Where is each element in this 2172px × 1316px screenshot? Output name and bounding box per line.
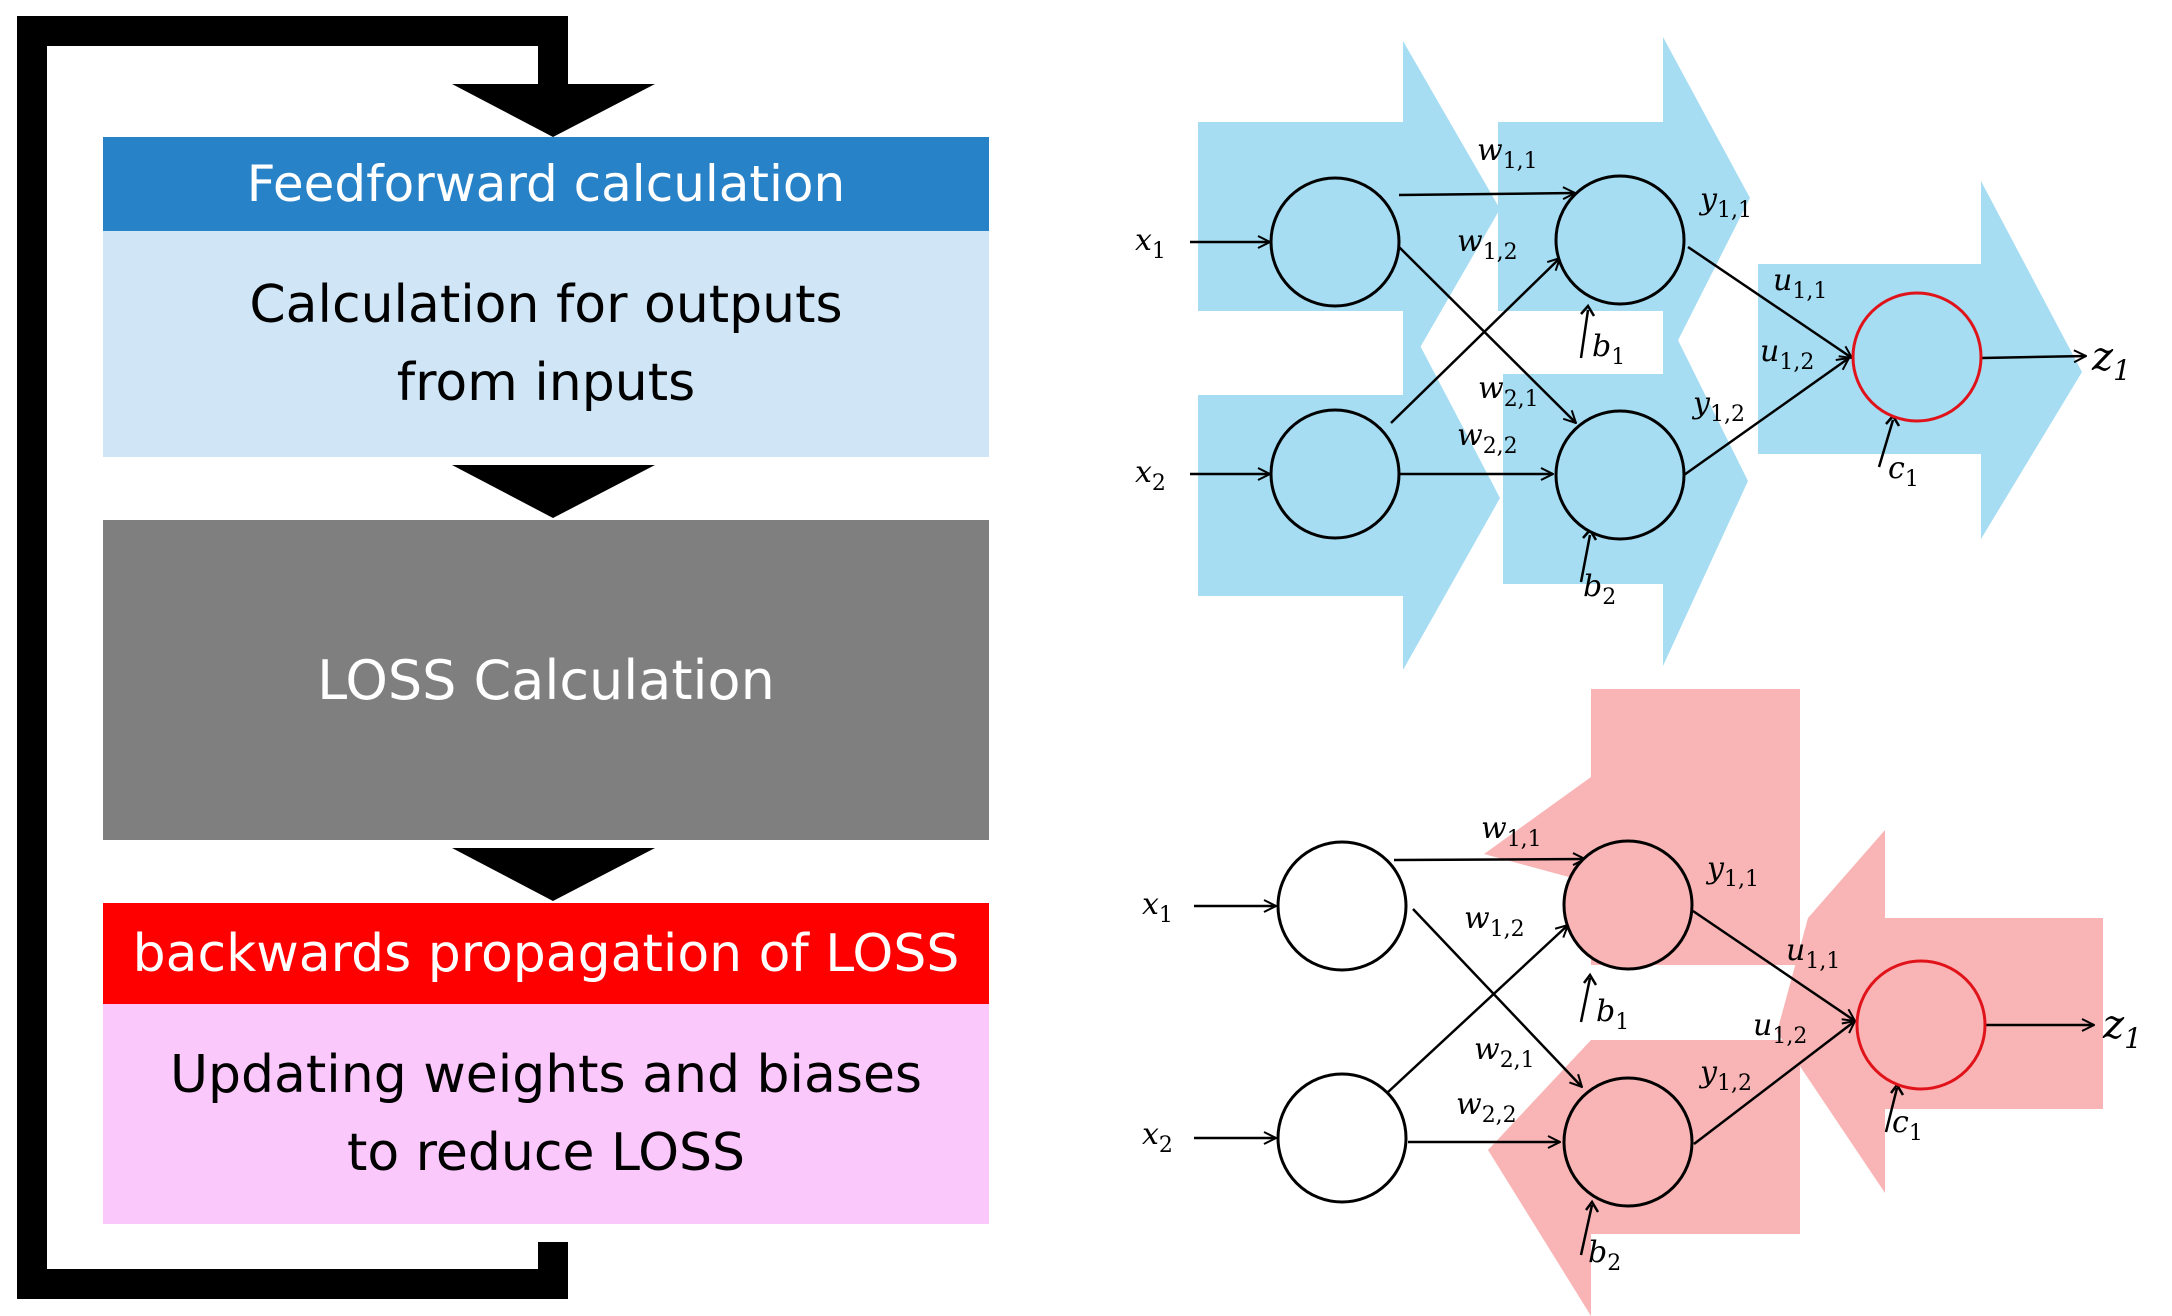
loss-calculation-box: LOSS Calculation bbox=[103, 520, 989, 840]
bwd-edge-w11 bbox=[1393, 859, 1585, 860]
backprop-description-line2: to reduce LOSS bbox=[346, 1123, 746, 1183]
bwd-label-y11: y1,1 bbox=[1705, 851, 1759, 892]
bwd-label-z1: z1 bbox=[2102, 1002, 2142, 1055]
backward-nodes bbox=[1276, 839, 1987, 1208]
fwd-input-node-1 bbox=[1269, 176, 1401, 308]
bwd-edge-w12 bbox=[1386, 925, 1568, 1094]
fwd-edge-u11 bbox=[1687, 245, 1852, 358]
fwd-label-y11: y1,1 bbox=[1698, 182, 1752, 223]
fwd-label-u12: u1,2 bbox=[1760, 334, 1814, 375]
fwd-edge-z1 bbox=[1981, 356, 2086, 358]
bwd-output-node bbox=[1855, 959, 1987, 1091]
fwd-bias-c1-line bbox=[1877, 419, 1895, 468]
bwd-label-w22: w2,2 bbox=[1456, 1087, 1517, 1128]
bwd-label-b1: b1 bbox=[1596, 994, 1629, 1035]
fwd-label-w22: w2,2 bbox=[1457, 418, 1518, 459]
fwd-label-z1: z1 bbox=[2091, 334, 2131, 387]
loss-calculation-label: LOSS Calculation bbox=[317, 648, 775, 712]
fwd-label-x1: x1 bbox=[1135, 223, 1166, 264]
forward-connections bbox=[1190, 193, 2086, 583]
bwd-label-c1: c1 bbox=[1892, 1105, 1923, 1146]
bwd-bias-b1-line bbox=[1579, 977, 1592, 1023]
fwd-edge-w12 bbox=[1390, 258, 1560, 424]
fwd-bias-b1-line bbox=[1579, 309, 1590, 359]
loop-arrowhead bbox=[452, 84, 655, 137]
fwd-label-w21: w2,1 bbox=[1478, 371, 1539, 412]
forward-labels: x1 x2 w1,1 w1,2 w2,1 w2,2 y1,1 y1,2 u1,1… bbox=[1135, 133, 2131, 610]
fwd-hidden-node-2 bbox=[1554, 409, 1686, 541]
bwd-bias-b2-arrowhead bbox=[1585, 1199, 1600, 1213]
fwd-input-node-2 bbox=[1269, 408, 1401, 540]
feedforward-description-line1: Calculation for outputs bbox=[249, 275, 843, 335]
fwd-label-b2: b2 bbox=[1583, 569, 1616, 610]
bwd-bias-c1-line bbox=[1884, 1087, 1899, 1133]
bwd-input-node-1 bbox=[1276, 840, 1408, 972]
fwd-hidden-node-1 bbox=[1554, 174, 1686, 306]
fwd-output-node bbox=[1851, 291, 1983, 423]
fwd-edge-w21 bbox=[1395, 243, 1576, 423]
fwd-bias-b2-line bbox=[1579, 534, 1592, 583]
bwd-label-u11: u1,1 bbox=[1786, 933, 1840, 974]
bwd-label-y12: y1,2 bbox=[1698, 1055, 1752, 1096]
feedforward-body: Calculation for outputs from inputs bbox=[103, 231, 989, 457]
fwd-label-y12: y1,2 bbox=[1691, 386, 1745, 427]
backward-labels: x1 x2 w1,1 w1,2 w2,1 w2,2 y1,1 y1,2 u1,1… bbox=[1142, 811, 2142, 1276]
bwd-hidden-node-1 bbox=[1562, 839, 1694, 971]
backward-network: x1 x2 w1,1 w1,2 w2,1 w2,2 y1,1 y1,2 u1,1… bbox=[1142, 811, 2142, 1276]
backprop-body: Updating weights and biases to reduce LO… bbox=[103, 1004, 989, 1224]
loop-back-arrow bbox=[17, 16, 655, 1299]
bwd-label-x2: x2 bbox=[1142, 1117, 1173, 1158]
fwd-label-w12: w1,2 bbox=[1457, 224, 1518, 265]
bwd-label-w21: w2,1 bbox=[1474, 1032, 1535, 1073]
bwd-edge-u11 bbox=[1692, 909, 1855, 1021]
fwd-edge-u12 bbox=[1683, 358, 1849, 477]
backprop-header: backwards propagation of LOSS bbox=[103, 903, 989, 1004]
fwd-label-w11: w1,1 bbox=[1477, 133, 1538, 174]
backprop-description: Updating weights and biases to reduce LO… bbox=[170, 1036, 922, 1192]
feedforward-description-line2: from inputs bbox=[396, 353, 696, 413]
feedforward-description: Calculation for outputs from inputs bbox=[249, 266, 842, 422]
feedforward-header: Feedforward calculation bbox=[103, 137, 989, 231]
bwd-input-node-2 bbox=[1276, 1072, 1408, 1204]
bwd-bias-b1-arrowhead bbox=[1583, 972, 1598, 986]
backward-arrow-2 bbox=[1484, 689, 1800, 965]
bwd-edge-u12 bbox=[1693, 1021, 1855, 1145]
feedforward-header-label: Feedforward calculation bbox=[246, 155, 846, 213]
backprop-header-label: backwards propagation of LOSS bbox=[132, 923, 960, 984]
bwd-label-w11: w1,1 bbox=[1481, 811, 1542, 852]
flow-arrow-to-backprop bbox=[452, 848, 655, 901]
fwd-edge-w11 bbox=[1398, 193, 1575, 195]
fwd-label-u11: u1,1 bbox=[1773, 263, 1827, 304]
bwd-edge-w21 bbox=[1412, 908, 1582, 1087]
bwd-hidden-node-2 bbox=[1562, 1076, 1694, 1208]
bwd-label-w12: w1,2 bbox=[1464, 901, 1525, 942]
fwd-bias-b1-arrowhead bbox=[1580, 303, 1596, 317]
backward-connections bbox=[1194, 859, 2094, 1256]
forward-nodes bbox=[1269, 174, 1983, 541]
forward-network: x1 x2 w1,1 w1,2 w2,1 w2,2 y1,1 y1,2 u1,1… bbox=[1135, 133, 2131, 610]
flow-arrow-to-loss bbox=[452, 465, 655, 518]
fwd-label-b1: b1 bbox=[1592, 329, 1625, 370]
bwd-label-b2: b2 bbox=[1588, 1235, 1621, 1276]
backward-propagation-arrows bbox=[1484, 689, 2103, 1316]
backprop-description-line1: Updating weights and biases bbox=[169, 1045, 923, 1105]
bwd-label-u12: u1,2 bbox=[1753, 1008, 1807, 1049]
bwd-bias-b2-line bbox=[1579, 1204, 1594, 1256]
fwd-label-x2: x2 bbox=[1135, 455, 1166, 496]
bwd-label-x1: x1 bbox=[1142, 887, 1173, 928]
fwd-label-c1: c1 bbox=[1888, 451, 1919, 492]
